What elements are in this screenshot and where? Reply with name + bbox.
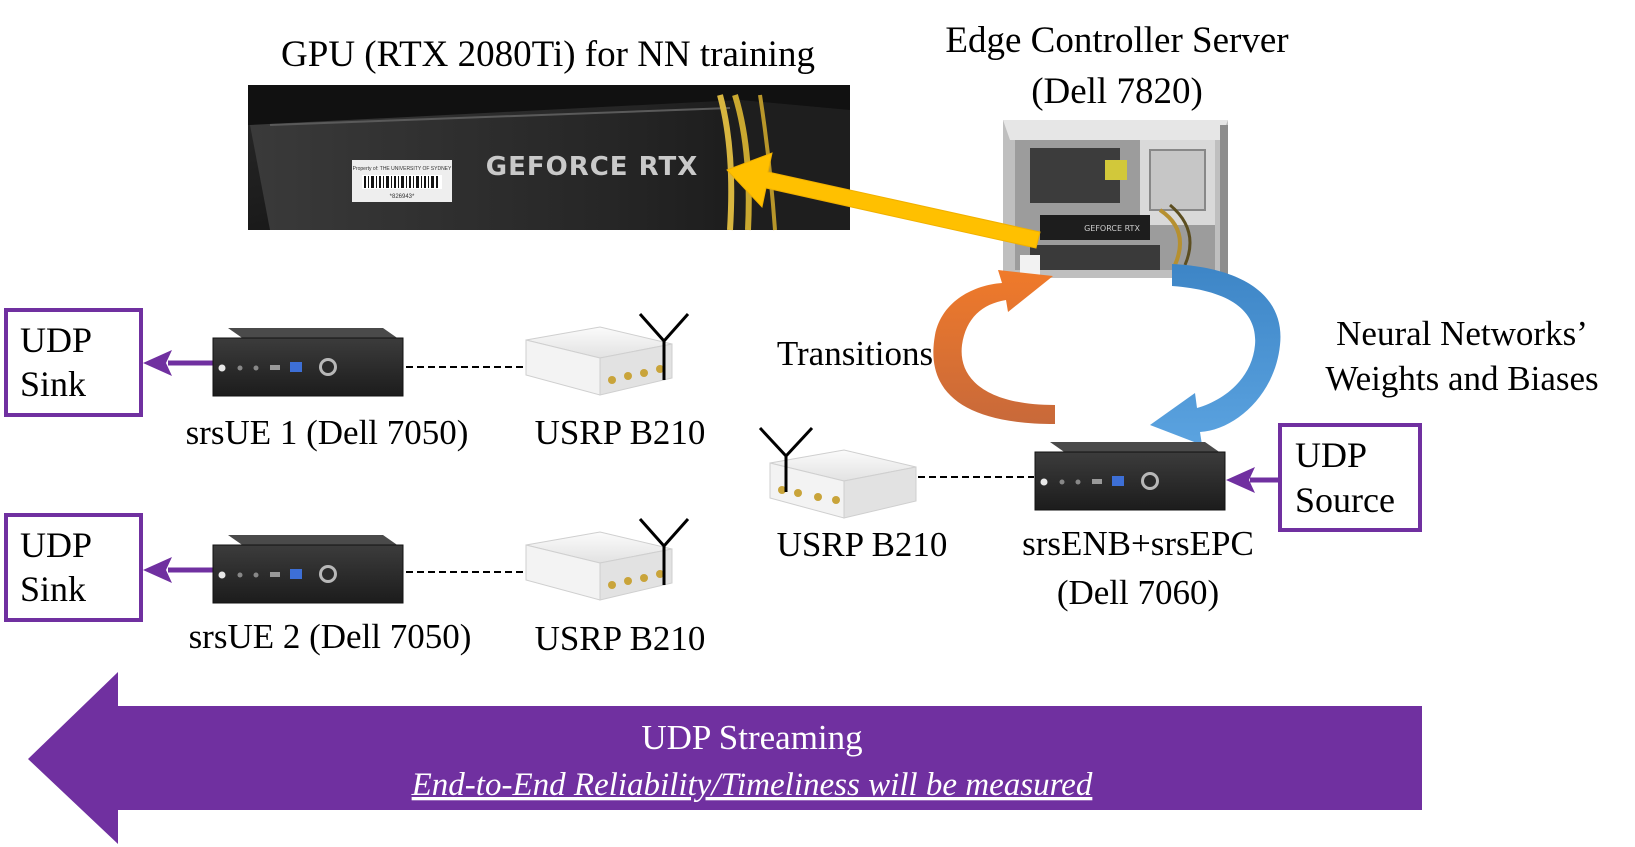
- enb-pc-label-line1: srsENB+srsEPC: [1022, 524, 1254, 563]
- ue1-antenna-icon: [638, 313, 690, 380]
- enb-usrp-label: USRP B210: [777, 525, 948, 564]
- purple-arrow-from-source: [1226, 467, 1280, 493]
- ue1-usrp-icon: [525, 326, 673, 396]
- ue2-pc-label: srsUE 2 (Dell 7050): [189, 617, 472, 656]
- server-title-line1: Edge Controller Server: [945, 20, 1288, 61]
- ue2-usrp-icon: [525, 531, 673, 601]
- ue2-pc-icon: [212, 535, 404, 604]
- yellow-arrow-to-gpu: [726, 152, 1041, 249]
- streaming-title: UDP Streaming: [641, 718, 862, 757]
- server-photo: GEFORCE RTX: [1003, 120, 1228, 278]
- udp-source-line2: Source: [1295, 480, 1395, 520]
- streaming-subtitle: End-to-End Reliability/Timeliness will b…: [411, 767, 1093, 803]
- udp-sink-1-line2: Sink: [20, 364, 86, 404]
- enb-usrp-icon: [769, 449, 917, 519]
- purple-arrow-to-sink-1: [143, 350, 213, 376]
- udp-streaming-arrow: [28, 672, 1422, 844]
- udp-source-line1: UDP: [1295, 435, 1367, 475]
- udp-sink-1-line1: UDP: [20, 320, 92, 360]
- enb-pc-icon: [1034, 442, 1226, 511]
- barcode-icon: [362, 175, 442, 189]
- ue1-usrp-label: USRP B210: [535, 413, 706, 452]
- ue1-pc-icon: [212, 328, 404, 397]
- gpu-photo: Property of: THE UNIVERSITY OF SYDNEY *8…: [248, 85, 850, 231]
- udp-sink-1: UDP Sink: [4, 308, 143, 417]
- ue1-pc-label: srsUE 1 (Dell 7050): [186, 413, 469, 452]
- enb-pc-label-line2: (Dell 7060): [1057, 573, 1219, 612]
- nn-label-line1: Neural Networks’: [1336, 314, 1588, 353]
- udp-sink-2-line2: Sink: [20, 569, 86, 609]
- gpu-brand-text: GEFORCE RTX: [486, 152, 699, 182]
- enb-antenna-icon: [758, 426, 814, 492]
- transitions-label: Transitions: [777, 334, 933, 373]
- ue2-antenna-icon: [638, 518, 690, 585]
- udp-sink-2: UDP Sink: [4, 513, 143, 622]
- server-gpu-brand: GEFORCE RTX: [1084, 224, 1140, 233]
- ue2-usrp-label: USRP B210: [535, 619, 706, 658]
- nn-label-line2: Weights and Biases: [1325, 359, 1598, 398]
- purple-arrow-to-sink-2: [143, 557, 213, 583]
- udp-source-box: UDP Source: [1278, 423, 1422, 532]
- gpu-title: GPU (RTX 2080Ti) for NN training: [281, 34, 815, 75]
- udp-sink-2-line1: UDP: [20, 525, 92, 565]
- server-title-line2: (Dell 7820): [1031, 71, 1203, 112]
- gpu-property-text: Property of: THE UNIVERSITY OF SYDNEY: [353, 166, 452, 172]
- orange-transitions-arrow: [933, 270, 1055, 424]
- gpu-barcode-text: *826943*: [390, 194, 415, 200]
- blue-weights-arrow: [1150, 264, 1281, 445]
